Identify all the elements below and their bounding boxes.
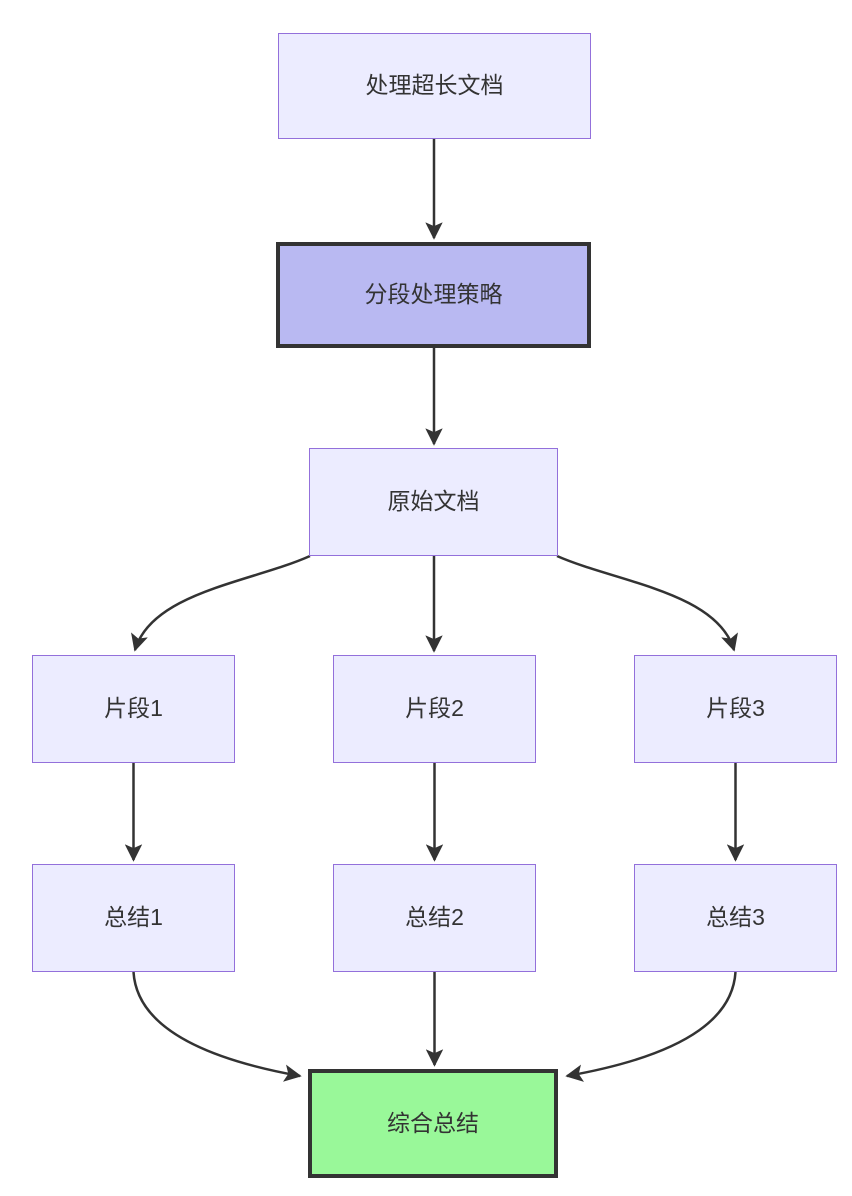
node-fragment-2: 片段2 (333, 655, 536, 763)
edge-C-D3 (556, 554, 738, 652)
node-summary-1: 总结1 (32, 864, 235, 972)
node-label: 综合总结 (387, 1109, 479, 1136)
node-segmentation-strategy: 分段处理策略 (276, 242, 591, 348)
node-fragment-1: 片段1 (32, 655, 235, 763)
node-fragment-3: 片段3 (634, 655, 837, 763)
node-label: 片段3 (706, 695, 765, 722)
node-label: 片段2 (405, 695, 464, 722)
node-summary-2: 总结2 (333, 864, 536, 972)
node-label: 分段处理策略 (364, 281, 503, 308)
edge-E1-F (132, 971, 302, 1082)
edge-C-D1 (131, 554, 311, 652)
node-label: 原始文档 (387, 488, 480, 515)
edge-E3-F (565, 971, 737, 1082)
node-original-document: 原始文档 (309, 448, 558, 556)
node-label: 总结1 (104, 904, 163, 931)
node-label: 总结3 (706, 904, 765, 931)
node-label: 处理超长文档 (365, 72, 504, 99)
node-label: 总结2 (405, 904, 464, 931)
node-process-long-document: 处理超长文档 (278, 33, 591, 139)
node-summary-3: 总结3 (634, 864, 837, 972)
node-label: 片段1 (104, 695, 163, 722)
node-combined-summary: 综合总结 (308, 1069, 558, 1178)
